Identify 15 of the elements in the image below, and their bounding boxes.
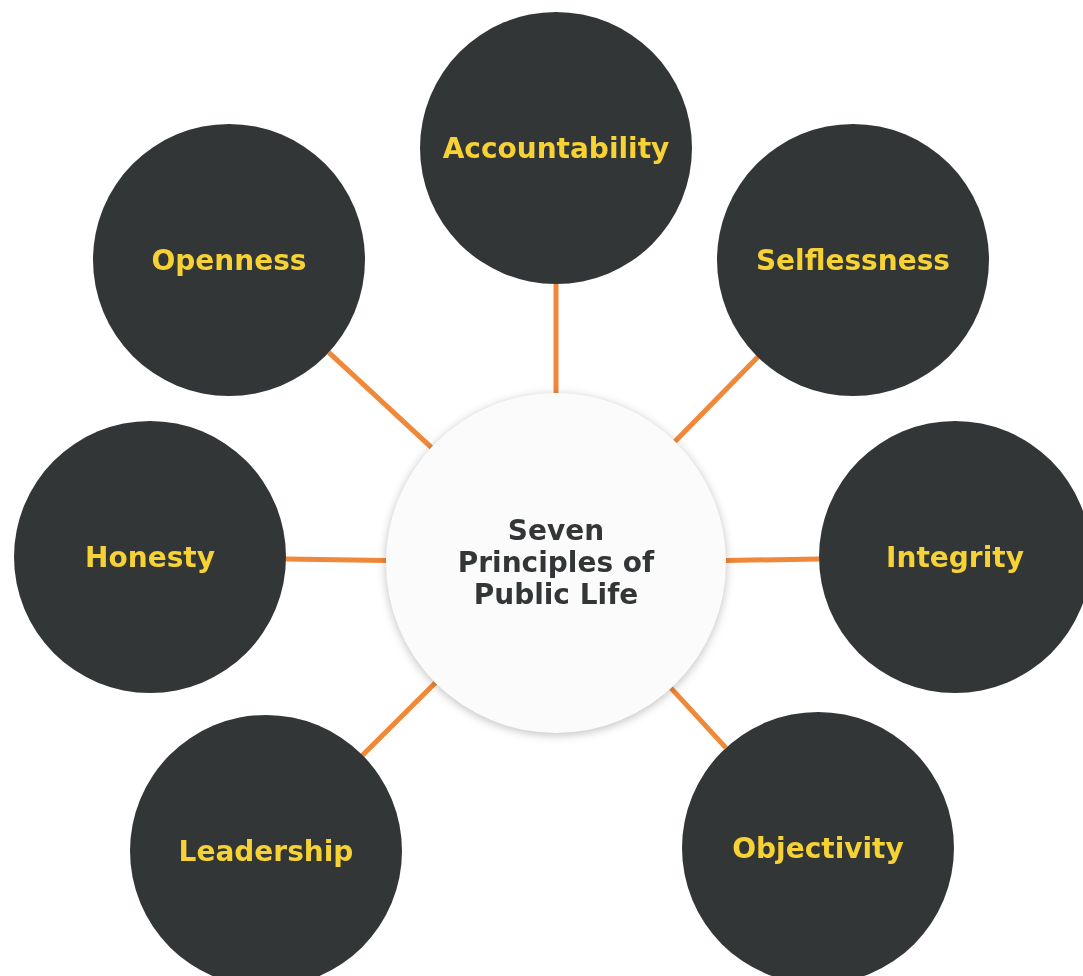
center-title: Seven Principles of Public Life (456, 514, 656, 612)
principle-label: Honesty (85, 540, 215, 574)
principle-label: Openness (151, 243, 307, 277)
principle-label: Objectivity (732, 831, 904, 865)
principle-label: Accountability (442, 131, 670, 165)
principle-label: Leadership (178, 834, 354, 868)
connector-line (360, 681, 438, 757)
connector-line (725, 556, 820, 563)
principle-label: Selflessness (755, 243, 951, 277)
connector-line (285, 556, 387, 563)
connector-line (673, 355, 760, 444)
connector-line (553, 284, 559, 393)
connector-line (669, 686, 728, 750)
connector-line (327, 350, 433, 450)
principle-label: Integrity (886, 540, 1024, 574)
